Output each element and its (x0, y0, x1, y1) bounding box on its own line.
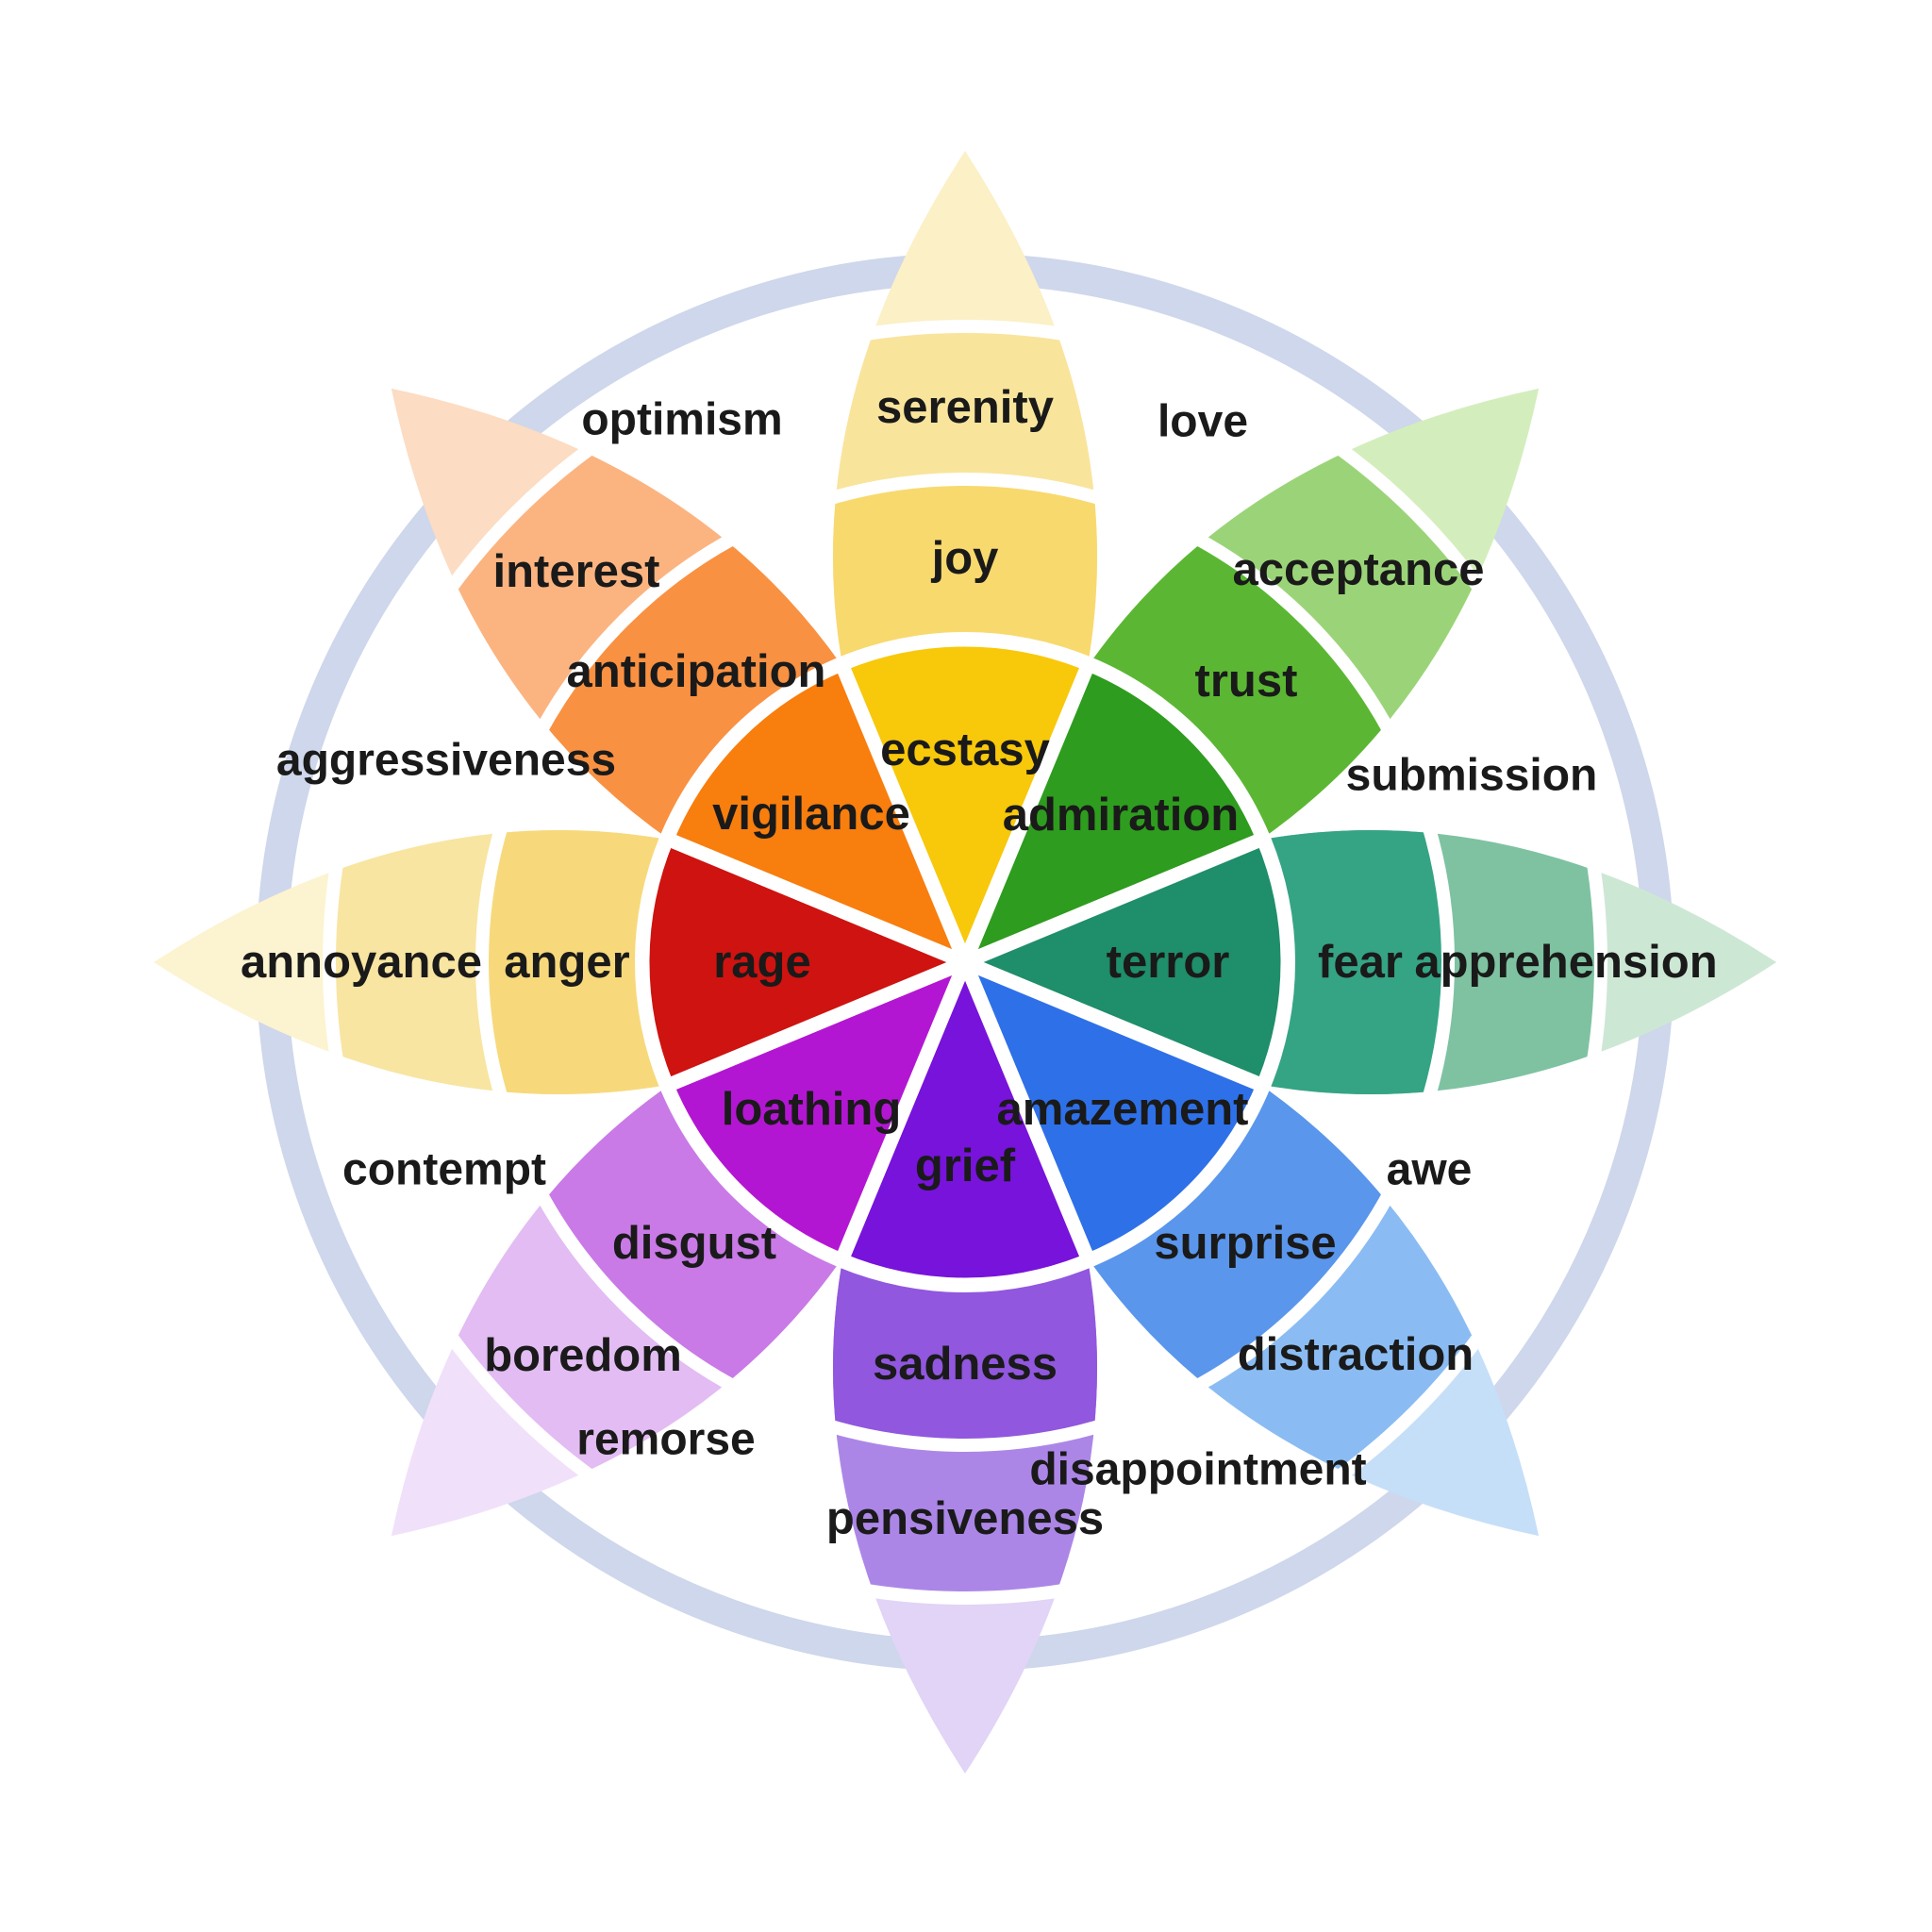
label-distraction: distraction (1238, 1329, 1474, 1380)
label-admiration: admiration (1003, 790, 1239, 841)
wedge-rage (635, 829, 984, 1095)
band-separator-outer (323, 320, 1607, 1605)
label-annoyance: annoyance (241, 937, 482, 988)
label-rage: rage (713, 937, 811, 988)
label-pensiveness: pensiveness (826, 1493, 1104, 1544)
label-trust: trust (1195, 656, 1298, 707)
label-apprehension: apprehension (1414, 937, 1717, 988)
label-acceptance: acceptance (1233, 544, 1485, 595)
wedge-grief (832, 943, 1098, 1292)
label-surprise: surprise (1154, 1218, 1336, 1269)
label-dyad-optimism: optimism (581, 395, 782, 445)
label-dyad-awe: awe (1387, 1145, 1473, 1195)
wedge-loathing (658, 949, 978, 1270)
wedge-vigilance (658, 655, 978, 975)
band-separator-inner (475, 473, 1455, 1452)
label-dyad-disappointment: disappointment (1029, 1445, 1366, 1495)
label-grief: grief (915, 1141, 1016, 1191)
wedge-amazement (952, 949, 1273, 1270)
label-vigilance: vigilance (712, 789, 910, 840)
label-fear: fear (1318, 937, 1403, 988)
label-boredom: boredom (484, 1330, 682, 1381)
label-serenity: serenity (876, 382, 1054, 433)
wedge-admiration (952, 655, 1273, 975)
label-amazement: amazement (997, 1084, 1249, 1135)
label-dyad-remorse: remorse (576, 1415, 755, 1465)
label-ecstasy: ecstasy (880, 724, 1050, 775)
label-sadness: sadness (873, 1339, 1058, 1390)
label-dyad-aggressiveness: aggressiveness (276, 736, 616, 786)
centre-wedges (635, 632, 1295, 1292)
label-dyad-love: love (1158, 397, 1248, 447)
label-terror: terror (1107, 937, 1230, 988)
wedge-ecstasy (832, 632, 1098, 981)
label-dyad-contempt: contempt (342, 1145, 546, 1195)
label-anger: anger (504, 937, 629, 988)
label-anticipation: anticipation (567, 646, 826, 697)
wedge-terror (946, 829, 1295, 1095)
label-joy: joy (931, 533, 999, 584)
label-interest: interest (492, 546, 659, 597)
label-loathing: loathing (722, 1084, 902, 1135)
label-dyad-submission: submission (1346, 751, 1598, 801)
label-disgust: disgust (612, 1218, 776, 1269)
